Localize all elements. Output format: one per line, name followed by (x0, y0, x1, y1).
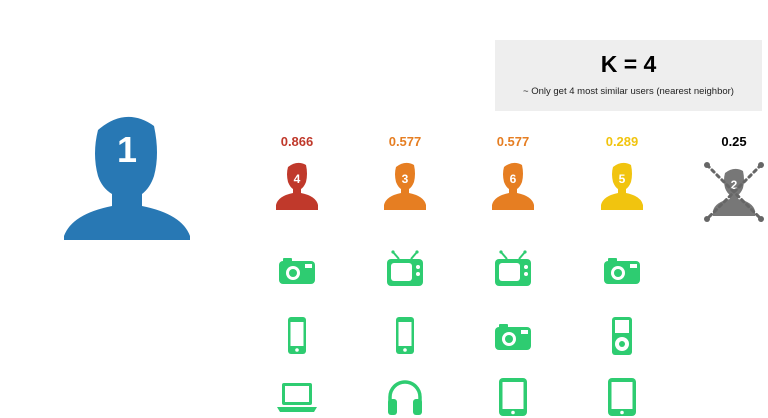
excluded-neighbor-avatar: 2 (702, 160, 766, 224)
tv-icon (493, 250, 533, 290)
similarity-score: 0.577 (388, 134, 422, 149)
target-user-avatar: 1 (62, 110, 192, 240)
neighbor-column-user-6: 0.577 6 (478, 0, 548, 418)
camera-icon (493, 316, 533, 356)
camera-icon (277, 250, 317, 290)
neighbor-column-user-4: 0.866 4 (262, 0, 332, 418)
similarity-score: 0.25 (721, 134, 747, 149)
neighbor-column-user-5: 0.289 5 (587, 0, 657, 418)
neighbor-avatar: 5 (601, 162, 643, 210)
neighbor-avatar: 3 (384, 162, 426, 210)
k-subtitle: ~ Only get 4 most similar users (nearest… (523, 86, 734, 97)
headphones-icon (385, 377, 425, 417)
tv-icon (385, 250, 425, 290)
neighbor-id-label: 3 (402, 172, 409, 186)
target-user-label: 1 (117, 129, 137, 170)
laptop-icon (277, 377, 317, 417)
similarity-score: 0.289 (605, 134, 639, 149)
cross-out-icon (704, 162, 764, 222)
k-title: K = 4 (600, 51, 657, 77)
neighbor-id-label: 5 (619, 172, 626, 186)
tablet-icon (602, 377, 642, 417)
similarity-score: 0.577 (496, 134, 530, 149)
target-user-silhouette (64, 116, 190, 240)
phone-icon (277, 316, 317, 356)
neighbor-id-label: 4 (294, 172, 301, 186)
k-value-box: K = 4 ~ Only get 4 most similar users (n… (495, 40, 762, 111)
neighbor-column-user-3: 0.577 3 (370, 0, 440, 418)
camera-icon (602, 250, 642, 290)
phone-icon (385, 316, 425, 356)
neighbor-column-user-2: 0.25 2 (699, 0, 768, 418)
ipod-icon (602, 316, 642, 356)
neighbor-avatar: 6 (492, 162, 534, 210)
neighbor-id-label: 2 (731, 178, 738, 192)
neighbor-id-label: 6 (510, 172, 517, 186)
similarity-score: 0.866 (280, 134, 314, 149)
tablet-icon (493, 377, 533, 417)
neighbor-avatar: 4 (276, 162, 318, 210)
